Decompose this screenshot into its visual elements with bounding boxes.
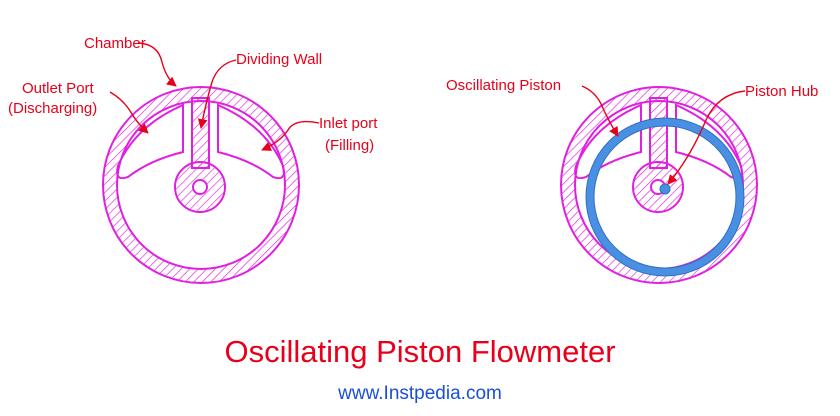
arrow-oscillating-piston: [581, 85, 619, 137]
label-piston-hub: Piston Hub: [745, 83, 818, 100]
label-outlet-line2: (Discharging): [8, 100, 97, 117]
left-flowmeter: [101, 86, 301, 284]
left-inlet-port: [217, 103, 285, 180]
left-dividing-wall: [191, 97, 210, 169]
label-chamber: Chamber: [84, 35, 146, 52]
piston-hub: [659, 183, 671, 195]
arrow-outlet-port: [109, 91, 149, 134]
right-flowmeter: [559, 86, 759, 284]
piston-outer-edge: [585, 117, 745, 277]
label-outlet-line1: Outlet Port: [22, 80, 95, 97]
arrow-inlet-port: [261, 120, 320, 151]
right-dividing-wall: [649, 97, 668, 169]
oscillating-piston: [586, 118, 744, 276]
label-inlet-line1: Inlet port: [319, 115, 378, 132]
label-oscillating-piston: Oscillating Piston: [446, 77, 561, 94]
right-outlet-port: [574, 103, 642, 180]
left-chamber-ring: [101, 86, 301, 284]
right-hub: [631, 161, 685, 213]
website-url: www.Instpedia.com: [337, 383, 502, 404]
arrow-dividing-wall: [197, 59, 237, 129]
left-hub: [173, 161, 227, 213]
diagram-title: Oscillating Piston Flowmeter: [224, 334, 615, 369]
label-inlet-line2: (Filling): [325, 137, 374, 154]
label-dividing-wall: Dividing Wall: [236, 51, 322, 68]
arrow-piston-hub: [667, 90, 746, 185]
arrow-chamber: [137, 42, 177, 87]
piston-inner-edge: [593, 125, 737, 269]
